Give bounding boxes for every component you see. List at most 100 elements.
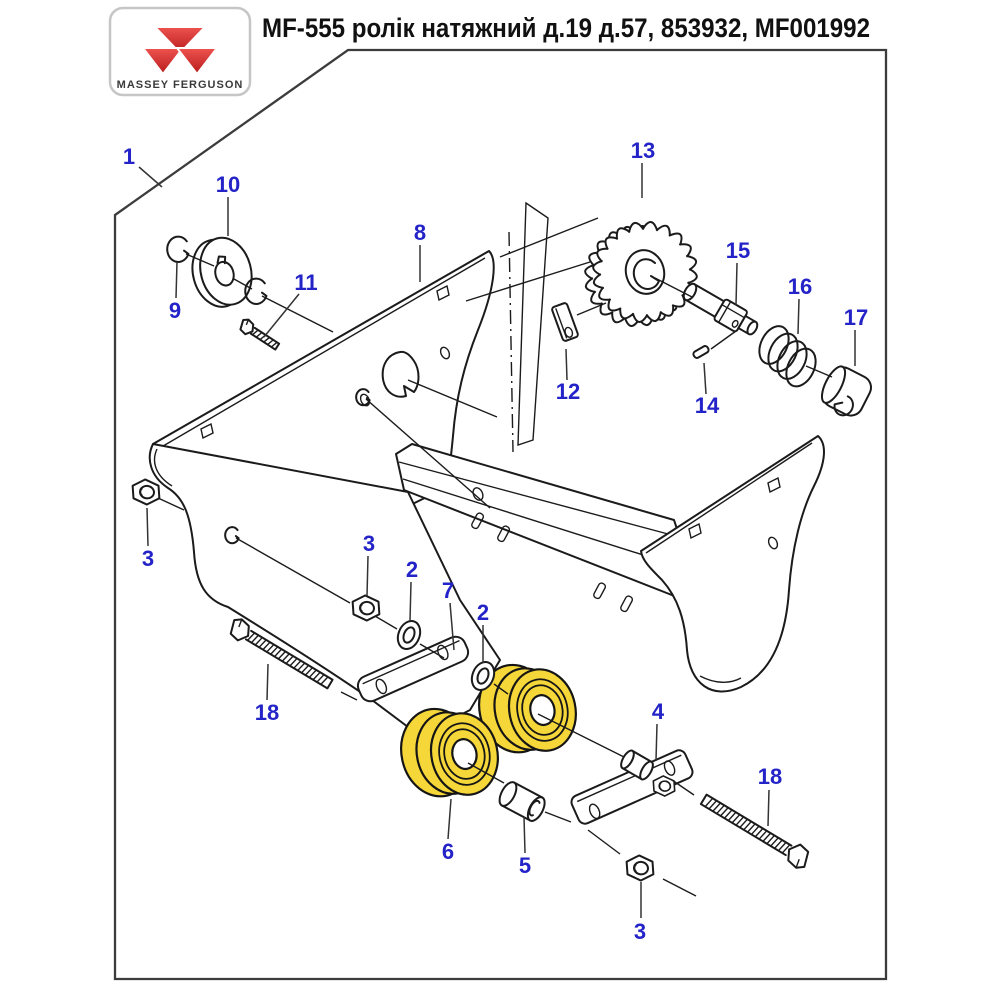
shaft	[682, 282, 759, 336]
callout-6: 6	[442, 839, 454, 864]
callout-2: 2	[477, 600, 489, 625]
pin-hole	[731, 319, 739, 328]
axis-line	[419, 643, 445, 659]
retaining-clip	[166, 235, 190, 263]
square-hole	[200, 422, 214, 440]
brand-name: MASSEY FERGUSON	[117, 79, 244, 91]
axis-line	[662, 878, 697, 897]
callout-leader-18	[767, 789, 770, 827]
washer	[470, 660, 496, 692]
callout-leader-1	[138, 166, 163, 188]
axis-line	[493, 683, 509, 695]
axis-line	[365, 398, 491, 509]
notch	[833, 395, 854, 417]
callout-16: 16	[788, 274, 812, 299]
spacer-bushing	[498, 781, 546, 822]
callout-leader-2	[409, 581, 412, 622]
axis-line	[710, 330, 737, 350]
callout-leader-5	[523, 816, 526, 854]
callout-8: 8	[414, 220, 426, 245]
callout-leader-15	[735, 262, 738, 306]
axis-line	[235, 537, 351, 604]
callout-leader-11	[263, 293, 300, 338]
spring-coil	[785, 347, 817, 388]
callout-3: 3	[363, 531, 375, 556]
callout-11: 11	[294, 270, 317, 295]
callout-18: 18	[758, 764, 782, 789]
disc-washer	[191, 236, 253, 308]
axis-line	[671, 779, 695, 796]
spring-coil	[758, 325, 790, 365]
washer	[396, 619, 422, 651]
callout-2: 2	[406, 557, 418, 582]
axis-line	[544, 811, 572, 823]
callout-5: 5	[519, 853, 531, 878]
square-hole	[436, 284, 450, 302]
axis-line	[499, 217, 599, 258]
axis-line	[465, 261, 591, 302]
coil-spring	[758, 325, 817, 388]
callout-leader-3	[366, 555, 369, 597]
callout-10: 10	[216, 172, 240, 197]
axis-line	[185, 253, 215, 267]
retaining-clip	[355, 388, 371, 407]
tension-roller	[400, 707, 499, 798]
bore	[528, 799, 541, 817]
callout-leader-18	[266, 663, 269, 701]
square-hole	[688, 522, 702, 540]
axis-line	[157, 497, 185, 511]
logo-box: MASSEY FERGUSON	[108, 6, 252, 97]
callout-9: 9	[169, 298, 181, 323]
callout-leader-4	[655, 723, 658, 761]
callout-leader-14	[703, 362, 707, 395]
axis-line	[654, 277, 693, 298]
callout-4: 4	[652, 699, 665, 724]
weld-boss	[620, 749, 654, 781]
sprocket	[584, 221, 698, 327]
callout-1: 1	[123, 144, 135, 169]
axis-line	[576, 302, 607, 316]
callout-7: 7	[442, 578, 454, 603]
tension-roller	[478, 663, 577, 754]
axis-line	[805, 365, 833, 378]
callout-leader-6	[447, 798, 452, 840]
callout-15: 15	[726, 238, 750, 263]
callout-14: 14	[695, 393, 720, 418]
roll-pin	[692, 345, 710, 359]
callout-leader-9	[175, 261, 178, 299]
massey-ferguson-logo-icon	[140, 26, 220, 76]
axis-line	[587, 829, 621, 855]
callout-leader-7	[449, 602, 455, 651]
keyhole-slot	[381, 350, 420, 398]
strap-plate-4	[570, 749, 694, 825]
callout-3: 3	[634, 919, 646, 944]
section-plane	[508, 201, 549, 453]
axis-line	[374, 615, 398, 630]
square-hole	[767, 476, 781, 494]
callout-18: 18	[255, 700, 279, 725]
center-line	[508, 231, 514, 453]
axis-line	[261, 295, 334, 333]
axis-line	[467, 762, 505, 784]
bolt-18-left	[229, 618, 334, 690]
axis-line	[233, 278, 253, 290]
callout-3: 3	[142, 546, 154, 571]
retaining-clip	[244, 277, 268, 305]
bolt-18-right	[699, 793, 810, 869]
page-title: MF-555 ролік натяжний д.19 д.57, 853932,…	[262, 13, 870, 43]
diagram-frame	[113, 48, 888, 981]
right-wing-bracket	[640, 435, 825, 693]
bolt-11	[239, 318, 281, 351]
hex-nut	[351, 594, 381, 622]
hex-nut	[131, 478, 161, 506]
callout-17: 17	[844, 305, 868, 330]
spring-coil	[767, 332, 799, 373]
hex-nut	[652, 775, 676, 797]
callout-13: 13	[631, 138, 655, 163]
spring-coil	[776, 340, 808, 380]
axis-line	[537, 713, 625, 758]
keyway-hole	[632, 258, 660, 290]
retaining-clip	[224, 526, 240, 545]
axis-line	[340, 691, 358, 701]
